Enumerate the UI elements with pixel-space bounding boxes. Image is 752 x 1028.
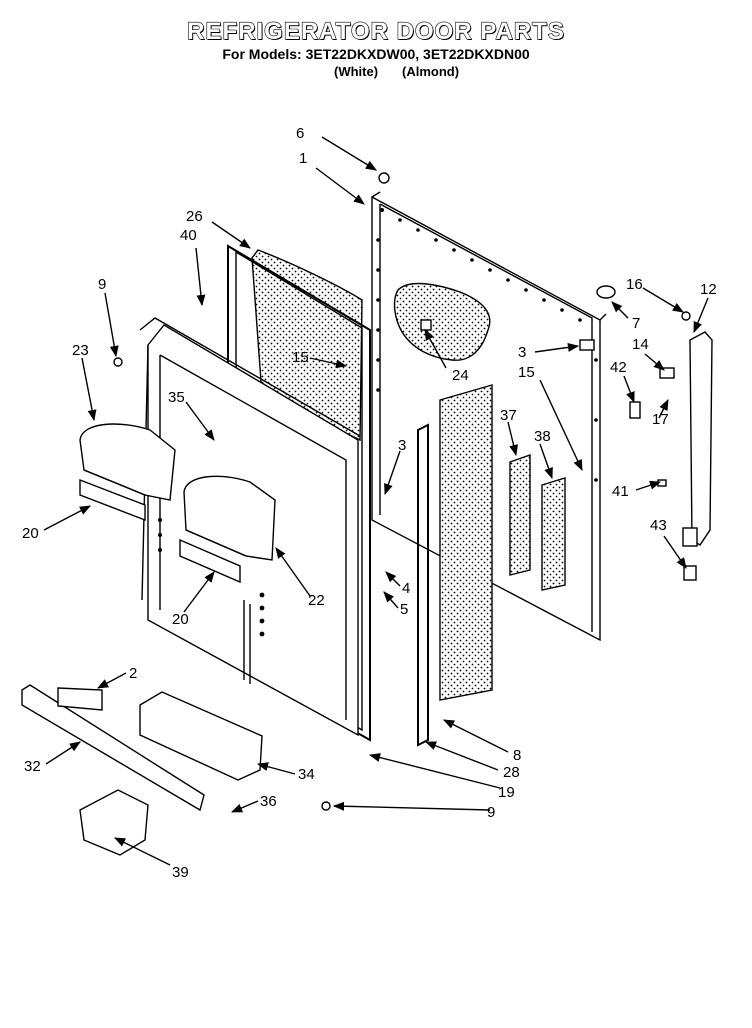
bottom-trim [21,684,205,812]
screw-16 [681,311,691,321]
callout-12: 12 [700,281,717,298]
screw-6 [378,172,390,184]
callout-41: 41 [612,483,629,500]
pad-37 [509,454,531,576]
color-almond-label: (Almond) [402,64,460,79]
callout-1: 1 [299,150,307,167]
gasket-strip [417,423,429,747]
bracket-14 [659,367,675,379]
callout-26: 26 [186,208,203,225]
callout-37: 37 [500,407,517,424]
callout-5: 5 [400,601,408,618]
callout-34: 34 [298,766,315,783]
callout-20-mid: 20 [172,611,189,628]
callout-43: 43 [650,517,667,534]
callout-16: 16 [626,276,643,293]
leader-lines [43,136,709,866]
side-insulation [439,384,493,701]
callout-36: 36 [260,793,277,810]
lower-door-bin [179,475,276,584]
screw-9-bottom [321,801,331,811]
color-white-label: (White) [334,64,379,79]
callout-35: 35 [168,389,185,406]
plug-7 [596,285,616,299]
callout-39: 39 [172,864,189,881]
hinge-bracket-3 [579,339,595,351]
callout-42: 42 [610,359,627,376]
clip-42 [629,401,641,419]
callout-19: 19 [498,784,515,801]
trim-clip [57,687,103,711]
callout-40: 40 [180,227,197,244]
callout-3-top: 3 [518,344,526,361]
callout-7: 7 [632,315,640,332]
model-numbers: For Models: 3ET22DKXDW00, 3ET22DKXDN00 [222,46,530,62]
callout-28: 28 [503,764,520,781]
callout-38: 38 [534,428,551,445]
upper-door-bin [79,423,176,522]
door-handle [682,331,713,581]
callout-2: 2 [129,665,137,682]
screw-9-top [113,357,123,367]
page-title: REFRIGERATOR DOOR PARTS [187,17,565,45]
callout-9-bottom: 9 [487,804,495,821]
shelf-cover [79,789,149,856]
insulation-pad [393,282,491,361]
callout-17: 17 [652,411,669,428]
callout-23: 23 [72,342,89,359]
callout-20-left: 20 [22,525,39,542]
callout-14: 14 [632,336,649,353]
callout-8: 8 [513,747,521,764]
callout-6: 6 [296,125,304,142]
callout-15-right: 15 [518,364,535,381]
callout-22: 22 [308,592,325,609]
callout-4: 4 [402,580,410,597]
callout-32: 32 [24,758,41,775]
callout-24: 24 [452,367,469,384]
callout-9-top: 9 [98,276,106,293]
callout-15-left: 15 [292,349,309,366]
callout-labels: 6 1 26 40 9 16 12 7 23 15 3 14 42 15 24 … [22,125,717,881]
callout-3-mid: 3 [398,437,406,454]
pad-38 [541,477,566,591]
insulation-clip [420,319,432,331]
color-legend: (White) (Almond) [0,64,752,82]
